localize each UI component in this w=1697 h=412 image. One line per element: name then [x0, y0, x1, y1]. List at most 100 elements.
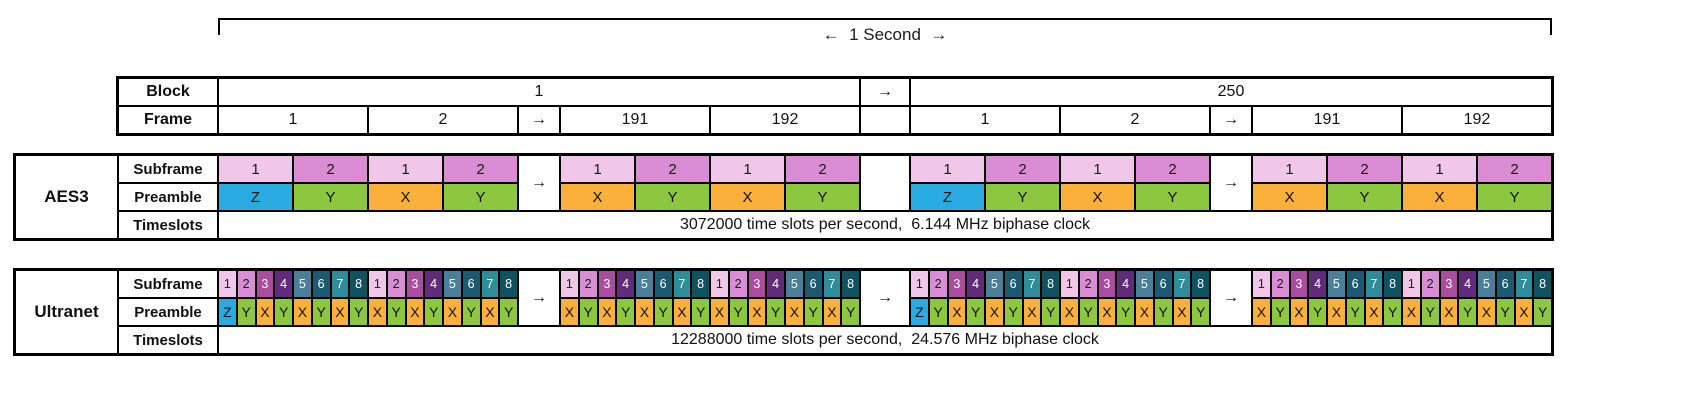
preamble-cell: Y — [766, 298, 785, 326]
subframe-cell: 3 — [1097, 270, 1117, 298]
preamble-cell: Y — [1420, 298, 1440, 326]
frame-ellipsis-arrow-cell: → — [1210, 106, 1252, 134]
preamble-cell: X — [672, 298, 692, 326]
subframe-cell: 1 — [560, 270, 579, 298]
subframe-cell: 4 — [1116, 270, 1135, 298]
preamble-cell: Z — [218, 183, 293, 211]
preamble-cell: X — [1252, 298, 1271, 326]
block-cells: 1→250 — [218, 78, 1552, 106]
preamble-cell: Y — [461, 298, 481, 326]
preamble-cell: Y — [1041, 298, 1060, 326]
subframe-cell: 1 — [710, 155, 785, 183]
subframe-cell: 1 — [910, 270, 929, 298]
subframe-cell: 1 — [368, 270, 387, 298]
preamble-cell: X — [710, 183, 785, 211]
subframe-cell: 4 — [616, 270, 635, 298]
preamble-cell: Z — [910, 183, 985, 211]
frame-number-cell: 1 — [218, 106, 368, 134]
subframe-cell: 7 — [1364, 270, 1384, 298]
preamble-cell: Y — [985, 183, 1060, 211]
preamble-cell: X — [1060, 183, 1135, 211]
subframe-cell: 2 — [1270, 270, 1290, 298]
preamble-cell: Y — [1477, 183, 1552, 211]
subframe-cell: 3 — [1289, 270, 1309, 298]
subframe-cell: 2 — [1477, 155, 1552, 183]
preamble-cell: Y — [499, 298, 518, 326]
block-gap-cell — [860, 155, 910, 211]
frame-number-cell: 2 — [368, 106, 518, 134]
preamble-cell: Y — [1078, 298, 1098, 326]
subframe-cell: 3 — [597, 270, 617, 298]
one-second-label: ← 1 Second → — [822, 25, 948, 44]
frame-number-cell: 2 — [1060, 106, 1210, 134]
aes3-timeslots-text: 3072000 time slots per second, 6.144 MHz… — [218, 211, 1552, 239]
preamble-cell: X — [1060, 298, 1079, 326]
preamble-cell: Y — [1458, 298, 1477, 326]
aes3-timeslots-row-label: Timeslots — [118, 211, 218, 239]
subframe-cell: 1 — [218, 270, 237, 298]
preamble-cell: Y — [728, 298, 748, 326]
subframe-cell: 2 — [785, 155, 860, 183]
subframe-cell: 3 — [1439, 270, 1459, 298]
preamble-cell: X — [368, 298, 387, 326]
preamble-cell: Y — [1345, 298, 1365, 326]
preamble-cell: X — [947, 298, 967, 326]
subframe-cell: 6 — [461, 270, 481, 298]
subframe-cell: 8 — [841, 270, 860, 298]
subframe-cell: 2 — [386, 270, 406, 298]
preamble-cell: Y — [1191, 298, 1210, 326]
subframe-cell: 4 — [1458, 270, 1477, 298]
preamble-cell: Y — [1495, 298, 1515, 326]
preamble-cell: Y — [635, 183, 710, 211]
block-gap-arrow-cell: → — [860, 78, 910, 106]
subframe-cell: 1 — [710, 270, 729, 298]
frame-number-cell: 192 — [1402, 106, 1552, 134]
subframe-cell: 5 — [985, 270, 1004, 298]
subframe-cell: 1 — [560, 155, 635, 183]
preamble-cell: Y — [1270, 298, 1290, 326]
block-gap-cell: → — [860, 270, 910, 326]
preamble-cell: X — [1327, 298, 1346, 326]
preamble-cell: Z — [910, 298, 929, 326]
preamble-cell: Y — [1327, 183, 1402, 211]
subframe-cell: 8 — [1533, 270, 1552, 298]
preamble-cell: X — [1364, 298, 1384, 326]
preamble-cell: X — [293, 298, 312, 326]
preamble-cell: X — [635, 298, 654, 326]
subframe-cell: 2 — [1078, 270, 1098, 298]
frame-number-cell: 1 — [910, 106, 1060, 134]
frame-gap-cell — [860, 106, 910, 134]
subframe-cell: 6 — [1153, 270, 1173, 298]
subframe-cell: 2 — [928, 270, 948, 298]
subframe-cell: 2 — [1327, 155, 1402, 183]
preamble-cell: Y — [293, 183, 368, 211]
preamble-cell: Y — [424, 298, 443, 326]
preamble-cell: X — [1172, 298, 1192, 326]
preamble-cell: Y — [1135, 183, 1210, 211]
preamble-cell: X — [822, 298, 842, 326]
subframe-cell: 1 — [1252, 270, 1271, 298]
subframe-cell: 1 — [1060, 270, 1079, 298]
aes3-preamble-row-label: Preamble — [118, 183, 218, 211]
preamble-cell: X — [1097, 298, 1117, 326]
preamble-cell: Y — [616, 298, 635, 326]
subframe-cell: 2 — [1135, 155, 1210, 183]
